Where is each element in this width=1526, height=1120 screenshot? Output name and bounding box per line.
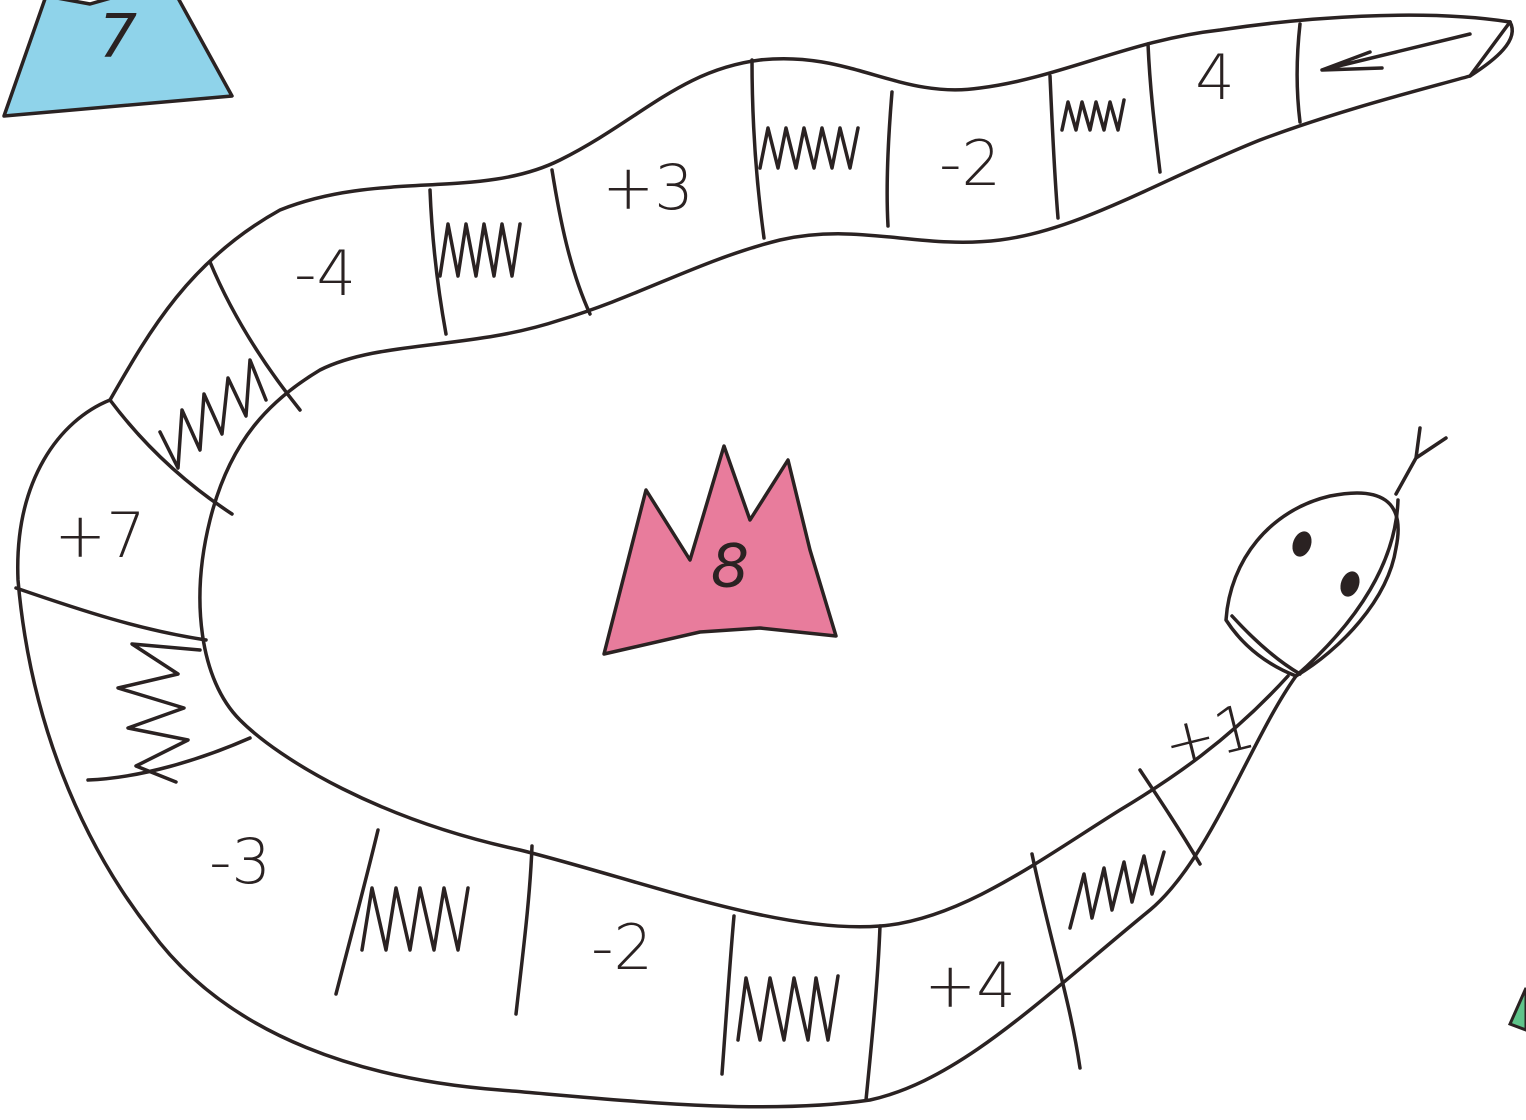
- zigzag-icon: [362, 888, 468, 950]
- cell-5[interactable]: -3: [209, 825, 271, 898]
- left-arrow-icon: [1322, 34, 1470, 70]
- cell-7[interactable]: +4: [924, 949, 1015, 1022]
- zigzag-icon: [440, 224, 520, 276]
- blue-mountain[interactable]: 7: [4, 0, 232, 116]
- cell-8[interactable]: +1: [1156, 689, 1262, 782]
- snake-eye-right: [1337, 569, 1363, 600]
- crown-label: 8: [711, 532, 749, 602]
- snake-tongue-icon: [1396, 428, 1446, 494]
- snake-inner-edge: [200, 22, 1510, 927]
- blue-mountain-label: 7: [99, 2, 137, 72]
- cell-1[interactable]: -2: [939, 127, 1001, 200]
- cell-start[interactable]: 4: [1195, 41, 1234, 114]
- cell-4[interactable]: +7: [54, 499, 145, 572]
- zigzag-icon: [738, 976, 838, 1040]
- snake-neck-line: [1232, 616, 1300, 674]
- zigzag-icon: [1062, 100, 1124, 130]
- start-arrow: [1322, 34, 1470, 70]
- zigzag-icon: [160, 360, 266, 468]
- snake-eye-left: [1289, 529, 1315, 560]
- green-mountain-icon: [1510, 988, 1526, 1030]
- cell-2[interactable]: +3: [602, 151, 693, 224]
- cell-6[interactable]: -2: [591, 911, 653, 984]
- pink-crown[interactable]: 8: [604, 446, 836, 654]
- zigzag-icon: [1070, 852, 1164, 928]
- cell-3[interactable]: -4: [294, 237, 356, 310]
- zigzag-icon: [760, 128, 858, 168]
